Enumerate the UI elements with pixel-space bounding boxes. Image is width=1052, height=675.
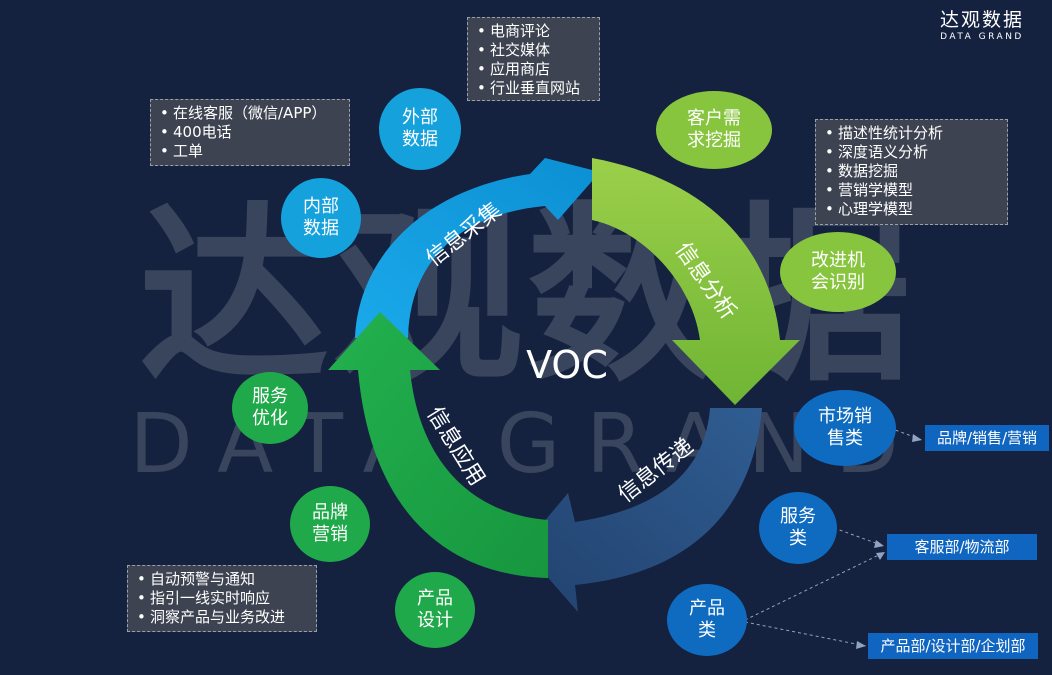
circle-service: 服务 类 [759, 492, 837, 564]
tag-product-dept: 产品部/设计部/企划部 [868, 633, 1038, 659]
circle-line: 优化 [252, 408, 288, 429]
list-item: 社交媒体 [477, 41, 591, 60]
connector-product-service [744, 551, 886, 621]
list-item: 指引一线实时响应 [137, 589, 308, 608]
circle-line: 改进机 [811, 250, 865, 271]
list-item: 电商评论 [477, 22, 591, 41]
logo: 达观数据 DATA GRAND [940, 8, 1024, 43]
arrowhead-marketing [912, 434, 922, 442]
circle-line: 数据 [402, 129, 438, 150]
arrowhead-product-service [876, 552, 885, 560]
list-item: 洞察产品与业务改进 [137, 608, 308, 627]
circle-external-data: 外部 数据 [379, 88, 461, 170]
circle-customer-needs: 客户需 求挖掘 [656, 91, 772, 169]
tag-marketing-dept: 品牌/销售/营销 [925, 425, 1049, 451]
circle-line: 内部 [303, 196, 339, 217]
circle-line: 产品 [417, 588, 453, 609]
logo-en: DATA GRAND [940, 32, 1024, 42]
circle-line: 类 [698, 620, 716, 641]
arrow-apply [328, 312, 548, 578]
list-item: 数据挖掘 [825, 162, 999, 181]
circle-line: 数据 [303, 218, 339, 239]
list-item: 营销学模型 [825, 181, 999, 200]
circle-marketing: 市场销 售类 [794, 390, 896, 466]
internal-sources-box: 在线客服（微信/APP） 400电话 工单 [150, 99, 350, 166]
circle-line: 类 [789, 528, 807, 549]
logo-cn: 达观数据 [939, 9, 1024, 31]
tag-service-dept: 客服部/物流部 [887, 534, 1037, 560]
circle-line: 售类 [827, 428, 863, 449]
arrow-analyze [592, 158, 800, 405]
circle-internal-data: 内部 数据 [281, 178, 361, 258]
list-item: 行业垂直网站 [477, 79, 591, 98]
list-item: 在线客服（微信/APP） [160, 104, 341, 123]
circle-line: 求挖掘 [687, 130, 741, 151]
arrow-collect [355, 158, 600, 338]
list-item: 应用商店 [477, 60, 591, 79]
list-item: 400电话 [160, 123, 341, 142]
list-item: 自动预警与通知 [137, 570, 308, 589]
connector-arrowheads [856, 434, 922, 649]
circle-service-optimization: 服务 优化 [232, 372, 308, 444]
list-item: 心理学模型 [825, 200, 999, 219]
analysis-methods-box: 描述性统计分析 深度语义分析 数据挖掘 营销学模型 心理学模型 [815, 119, 1008, 225]
external-sources-box: 电商评论 社交媒体 应用商店 行业垂直网站 [467, 17, 600, 101]
circle-line: 服务 [780, 506, 816, 527]
arrow-deliver [522, 408, 762, 612]
circle-product-design: 产品 设计 [395, 572, 475, 648]
list-item: 描述性统计分析 [825, 124, 999, 143]
circle-line: 营销 [312, 524, 348, 545]
circle-brand-marketing: 品牌 营销 [290, 486, 370, 562]
arrowhead-product-dept [856, 641, 866, 649]
applications-box: 自动预警与通知 指引一线实时响应 洞察产品与业务改进 [127, 565, 317, 632]
circle-line: 市场销 [818, 406, 872, 427]
list-item: 工单 [160, 142, 341, 161]
circle-line: 会识别 [811, 272, 865, 293]
circle-line: 品牌 [312, 502, 348, 523]
circle-line: 产品 [689, 598, 725, 619]
list-item: 深度语义分析 [825, 143, 999, 162]
watermark-cn: 达观数据 [139, 186, 915, 407]
circle-product: 产品 类 [667, 584, 747, 656]
circle-line: 设计 [417, 610, 453, 631]
circle-line: 客户需 [687, 108, 741, 129]
arrowhead-service [874, 540, 884, 548]
circle-line: 外部 [402, 107, 438, 128]
circle-improvement: 改进机 会识别 [780, 232, 896, 312]
circle-line: 服务 [252, 386, 288, 407]
center-label: VOC [526, 343, 608, 387]
connector-product-dept [744, 621, 867, 647]
